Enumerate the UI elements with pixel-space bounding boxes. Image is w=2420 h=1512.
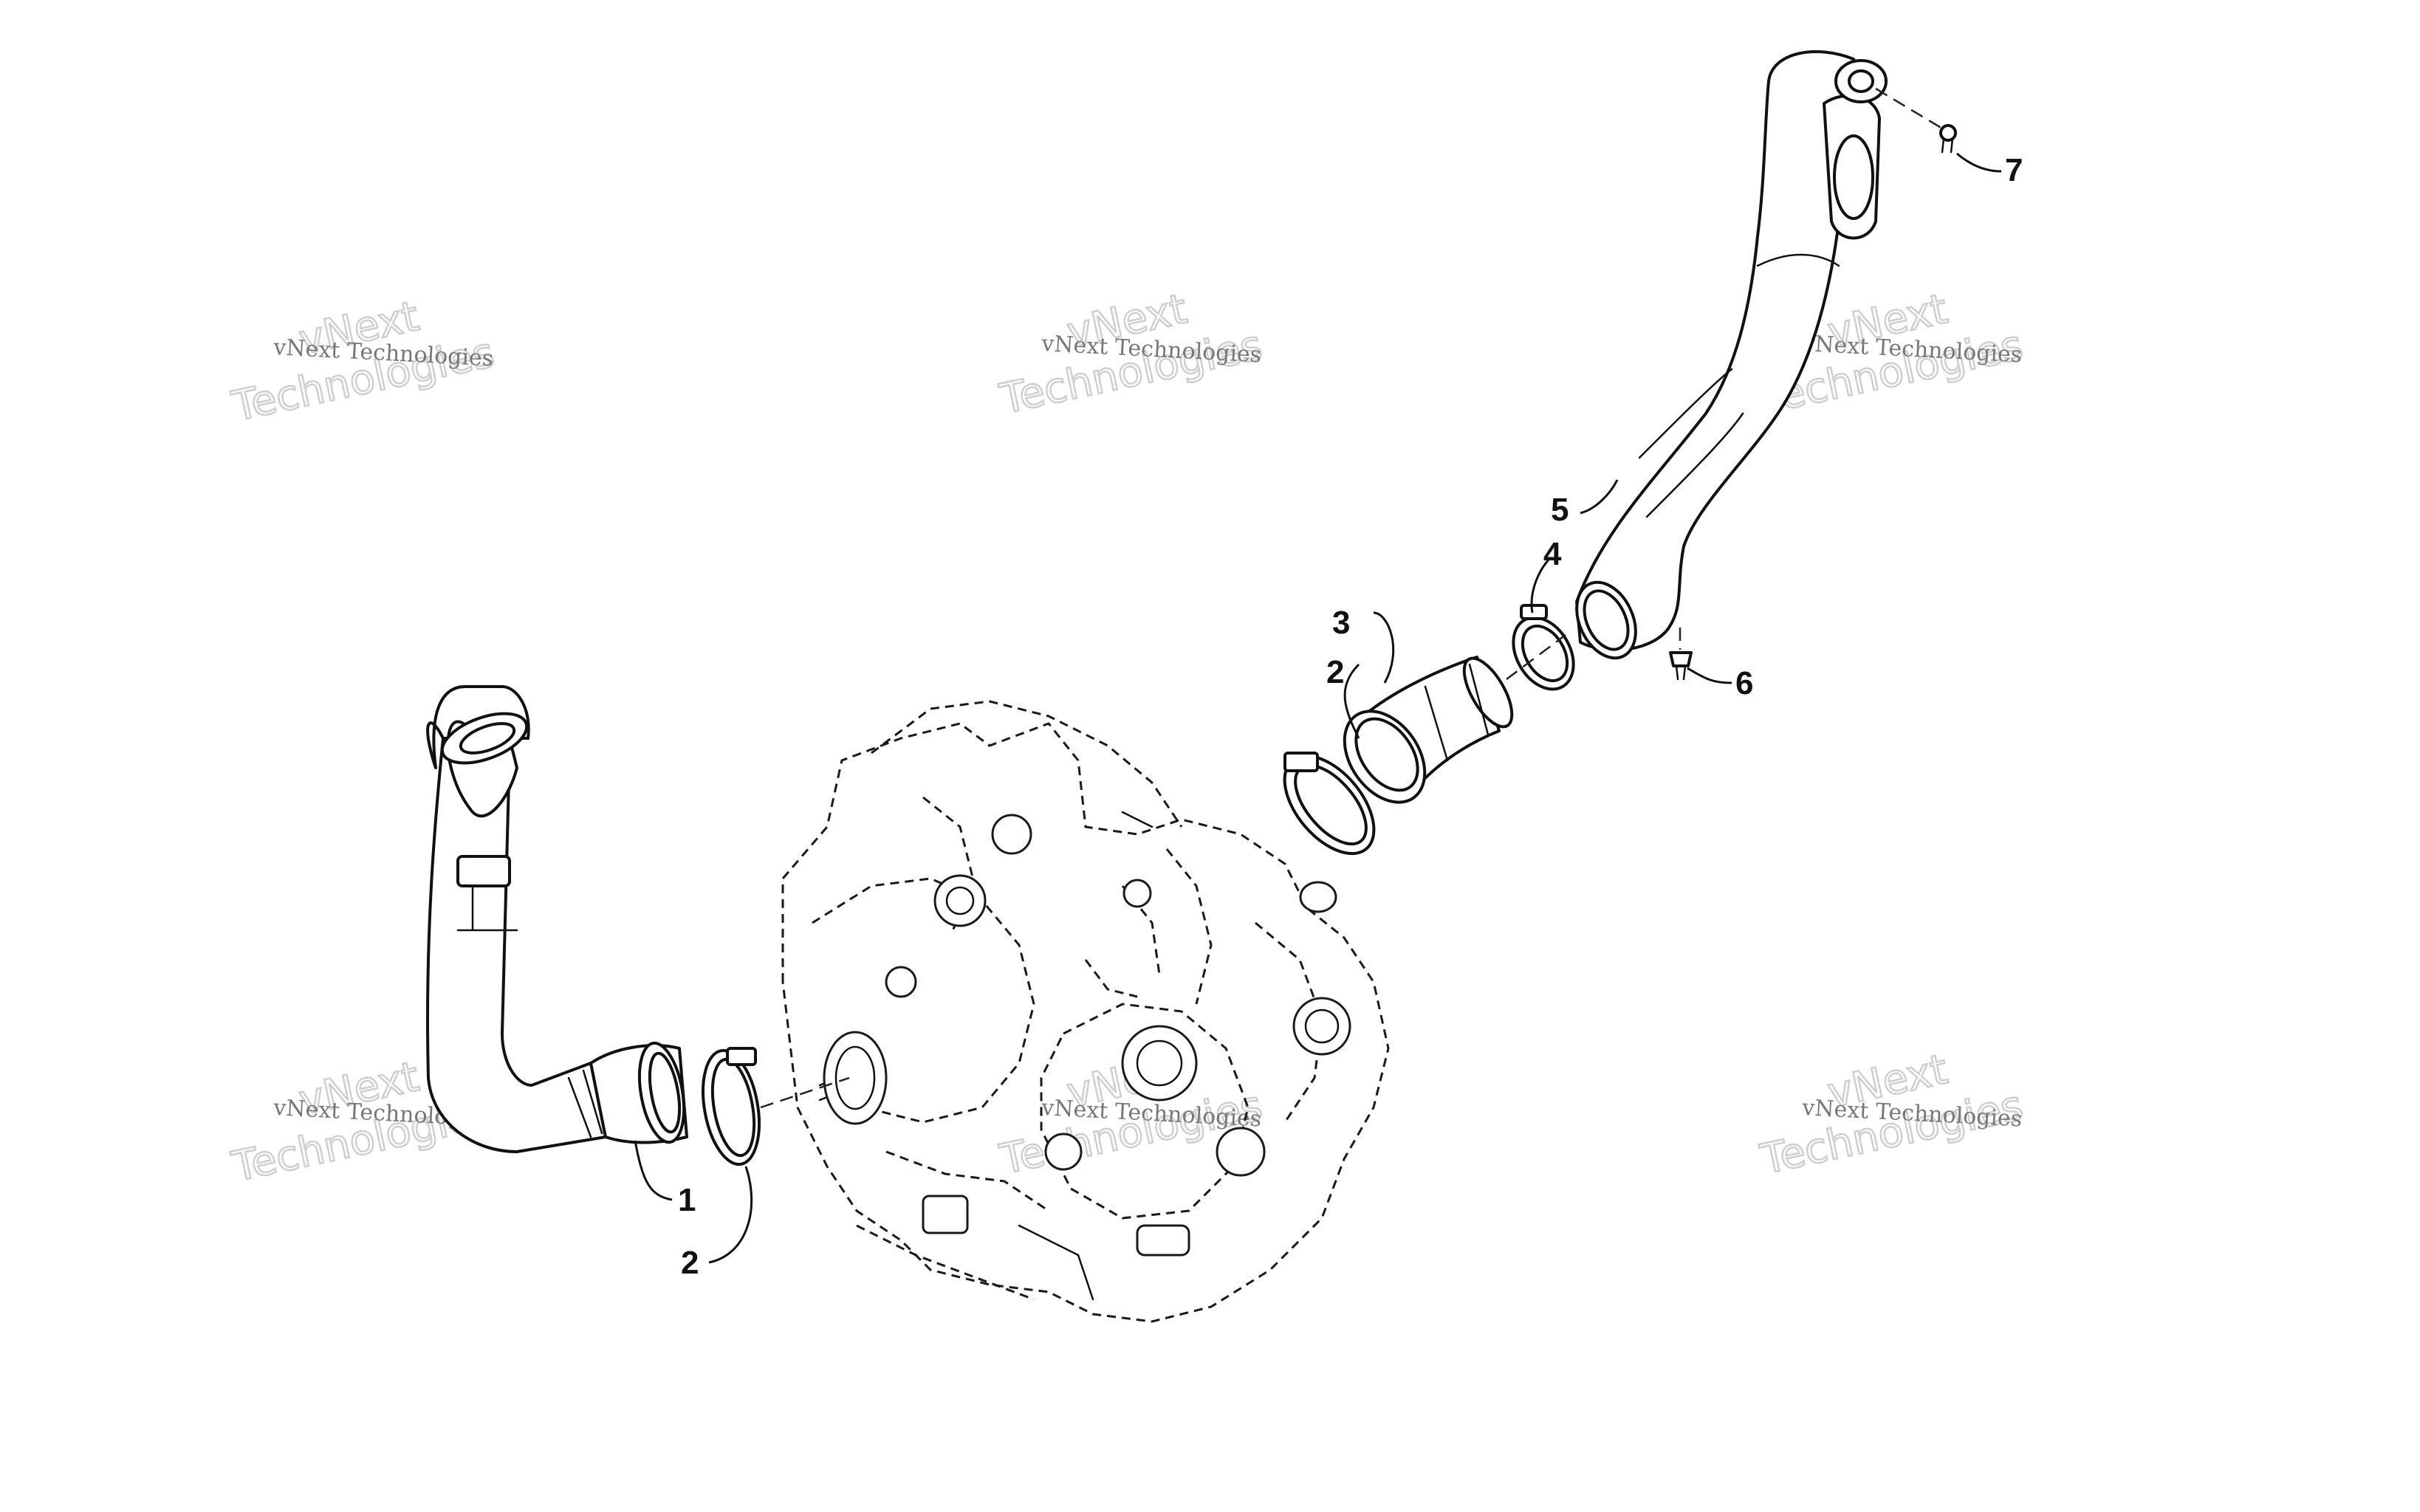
screw-fastener-bottom xyxy=(1669,628,1693,681)
screw-fastener-top xyxy=(1875,87,1957,154)
leader-2a xyxy=(708,1166,753,1264)
leader-6 xyxy=(1687,667,1732,684)
callout-6: 6 xyxy=(1735,665,1753,701)
leader-4 xyxy=(1530,556,1552,614)
left-intake-duct xyxy=(426,685,688,1153)
leader-1 xyxy=(634,1140,673,1201)
callout-1: 1 xyxy=(678,1182,696,1218)
watermark-top-center: vNext Technologies vNext Technologies xyxy=(995,284,1267,425)
leader-7 xyxy=(1956,152,2002,173)
engine-details xyxy=(818,811,1351,1301)
callout-5: 5 xyxy=(1551,492,1569,528)
callout-3: 3 xyxy=(1332,605,1350,641)
leader-3 xyxy=(1373,611,1395,684)
center-coupler-hose xyxy=(1343,656,1514,804)
upper-outlet-duct xyxy=(1575,50,1888,660)
leader-2b xyxy=(1343,663,1360,739)
upper-clamp xyxy=(1506,604,1575,691)
watermark-bottom-right: vNext Technologies vNext Technologies xyxy=(1755,1045,2028,1185)
callout-2: 2 xyxy=(681,1245,699,1281)
callout-4: 4 xyxy=(1543,536,1562,572)
engine-outline xyxy=(781,700,1390,1323)
watermark-top-left: vNext Technologies vNext Technologies xyxy=(227,292,499,432)
left-clamp xyxy=(702,1047,850,1166)
center-clamp xyxy=(1283,752,1376,856)
callout-7: 7 xyxy=(2005,152,2023,188)
leaders xyxy=(634,152,2002,1264)
callout-2: 2 xyxy=(1326,654,1344,690)
leader-5 xyxy=(1580,479,1619,515)
